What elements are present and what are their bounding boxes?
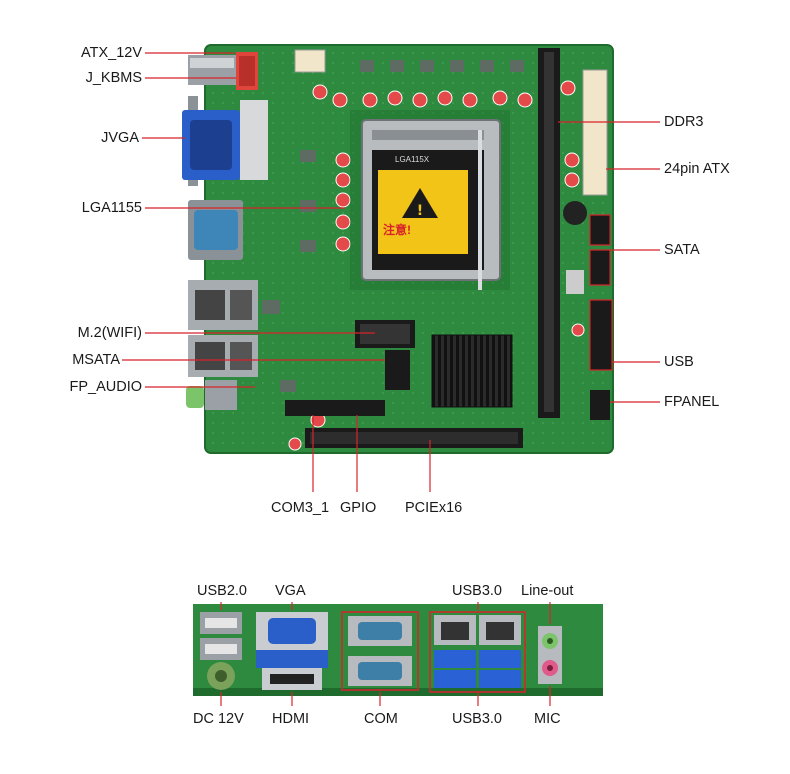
label-jvga: JVGA: [101, 130, 139, 146]
fpanel-header: [590, 390, 610, 420]
usb-header: [589, 299, 613, 371]
rear-io-connectors: [182, 52, 268, 410]
m2-msata-slots: [355, 320, 415, 390]
cpu-socket: !: [350, 110, 510, 290]
pcie-slot: [305, 428, 523, 448]
io-label-hdmi: HDMI: [272, 711, 310, 727]
label-com3-1: COM3_1: [271, 500, 330, 516]
cmos-battery: [563, 201, 587, 225]
label-lga1155: LGA1155: [81, 200, 142, 216]
rear-io-panel: [193, 604, 603, 696]
com-gpio-headers: [285, 400, 385, 416]
label-m2: M.2(WIFI): [77, 325, 142, 341]
label-ddr3: DDR3: [664, 114, 704, 130]
io-label-lineout: Line-out: [521, 583, 574, 599]
battery-holder: [566, 270, 584, 294]
small-chips: [262, 60, 524, 392]
io-callout-lines: [220, 602, 551, 706]
socket-warning: 注意!: [383, 223, 411, 237]
label-gpio: GPIO: [340, 500, 377, 516]
label-atx12v: ATX_12V: [81, 45, 142, 61]
label-pciex16: PCIEx16: [405, 500, 463, 516]
io-label-usb20: USB2.0: [197, 583, 247, 599]
chipset-heatsink: [431, 334, 513, 408]
label-fpanel: FPANEL: [664, 394, 720, 410]
svg-text:!: !: [417, 203, 423, 219]
io-label-usb30-bottom: USB3.0: [452, 711, 502, 727]
io-label-dc12v: DC 12V: [193, 711, 244, 727]
callout-lines: [122, 52, 660, 492]
ddr3-slot: [538, 48, 560, 418]
label-msata: MSATA: [72, 352, 120, 368]
label-sata: SATA: [664, 242, 700, 258]
label-fpaudio: FP_AUDIO: [69, 379, 142, 395]
io-label-mic: MIC: [534, 711, 561, 727]
sata-connectors: [589, 214, 611, 286]
label-usb: USB: [664, 354, 694, 370]
atx24-connector: [582, 69, 608, 196]
io-label-vga: VGA: [275, 583, 306, 599]
io-label-com: COM: [364, 711, 398, 727]
label-24pin-atx: 24pin ATX: [664, 161, 730, 177]
io-label-usb30-top: USB3.0: [452, 583, 502, 599]
socket-label: LGA115X: [395, 155, 430, 164]
label-jkbms: J_KBMS: [85, 70, 142, 86]
atx12v-connector: [294, 49, 326, 73]
